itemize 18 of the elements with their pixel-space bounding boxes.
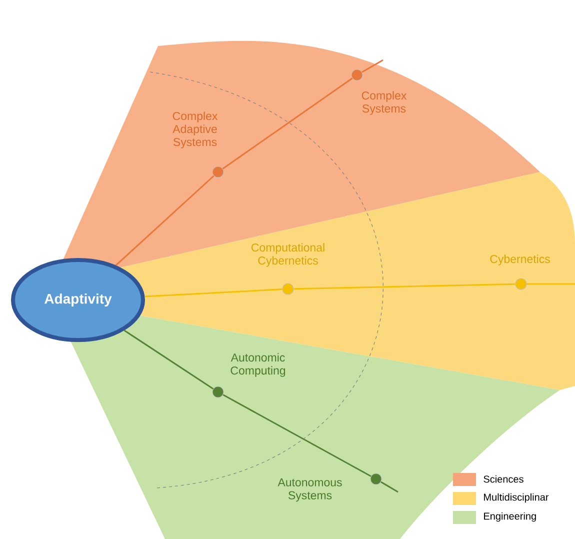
- dot-label: Computational Cybernetics: [252, 243, 324, 267]
- connector-line: [526, 283, 575, 285]
- dot-label: Autonomic Computing: [230, 353, 286, 377]
- dot-label: Complex Adaptive Systems: [172, 112, 218, 148]
- connector-line: [115, 175, 214, 266]
- dot-label: Autonomous Systems: [278, 478, 342, 502]
- legend-label: Sciences: [484, 475, 524, 483]
- dot-label: Cybernetics: [490, 254, 550, 266]
- connector-line: [380, 481, 398, 493]
- connector-line: [362, 59, 384, 73]
- dot-label: Complex Systems: [362, 91, 407, 115]
- connector-line: [124, 330, 214, 390]
- legend-label: Engineering: [484, 512, 536, 522]
- connector-line: [144, 288, 282, 298]
- legend-label: Multidisciplinar: [484, 493, 549, 503]
- connector-line: [222, 78, 353, 170]
- connector-line: [222, 394, 372, 477]
- connector-line: [294, 283, 516, 290]
